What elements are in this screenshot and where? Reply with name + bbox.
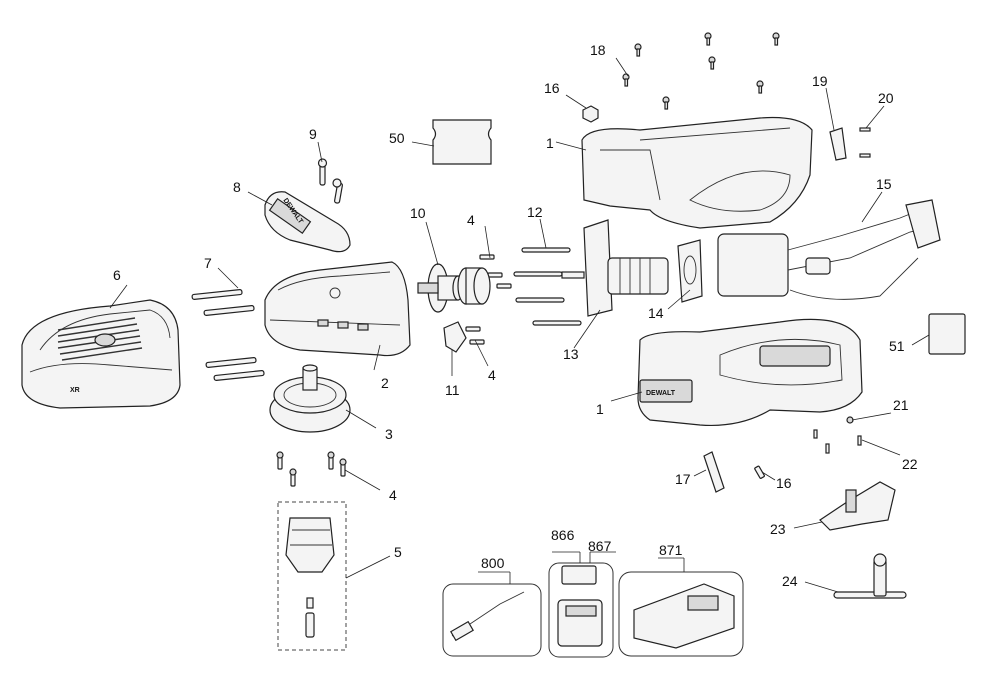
part-9-screws	[317, 158, 343, 204]
accessory-866-867-box	[548, 562, 614, 658]
part-15-switch-assembly	[717, 199, 941, 300]
part-2-gear-housing	[264, 261, 411, 357]
part-4-screws-lower	[276, 451, 347, 487]
callout-1-upper: 1	[546, 135, 554, 151]
part-24-chuck-key	[833, 553, 907, 599]
part-10-clutch	[417, 263, 464, 313]
part-13-motor	[561, 219, 669, 317]
part-3-gear-assembly	[269, 364, 351, 433]
accessory-871-box	[618, 571, 744, 657]
part-51-label	[928, 313, 966, 355]
callout-labels: 1 1 2 3 4 4 4 5 6 7 8 9 10 11 12 13 14 1…	[113, 42, 918, 589]
callout-21: 21	[893, 397, 909, 413]
callout-8: 8	[233, 179, 241, 195]
callout-4-bottom: 4	[389, 487, 397, 503]
part-11-plate	[443, 321, 467, 353]
callout-9: 9	[309, 126, 317, 142]
callout-17: 17	[675, 471, 691, 487]
part-50-label	[432, 119, 492, 165]
callout-18: 18	[590, 42, 606, 58]
xr-mark: XR	[70, 387, 80, 394]
callout-10: 10	[410, 205, 426, 221]
callout-11: 11	[445, 382, 460, 398]
callout-16-lower: 16	[776, 475, 792, 491]
callout-23: 23	[770, 521, 786, 537]
callout-866: 866	[551, 527, 575, 543]
callout-3: 3	[385, 426, 393, 442]
callout-20: 20	[878, 90, 894, 106]
leader-lines	[109, 57, 930, 593]
part-21-22-screws	[813, 416, 862, 454]
callout-800: 800	[481, 555, 505, 571]
callout-19: 19	[812, 73, 828, 89]
part-16-nut-top	[582, 105, 599, 123]
callout-871: 871	[659, 542, 683, 558]
callout-6: 6	[113, 267, 121, 283]
part-23-belt-clip	[819, 481, 896, 531]
part-7-screws	[191, 288, 265, 381]
part-6-cover: XR	[21, 299, 181, 409]
callout-14: 14	[648, 305, 664, 321]
part-8-badge-cover: DEWALT	[264, 191, 351, 253]
callout-7: 7	[204, 255, 212, 271]
callout-22: 22	[902, 456, 918, 472]
callout-4-top: 4	[467, 212, 475, 228]
part-1-housing-lower: DEWALT	[637, 318, 863, 427]
part-18-screws	[622, 32, 780, 110]
callout-4-middle: 4	[488, 367, 496, 383]
part-20-screws	[859, 127, 871, 158]
pinion-gear	[457, 267, 491, 305]
brand-logo: DEWALT	[646, 390, 676, 397]
callout-51: 51	[889, 338, 905, 354]
callout-50: 50	[389, 130, 405, 146]
part-14-bracket	[677, 239, 703, 303]
part-17-hook	[703, 451, 725, 493]
part-4-screws-middle	[465, 254, 512, 345]
part-5-chuck	[277, 501, 347, 651]
part-19-clip	[829, 127, 847, 161]
part-12-screws	[513, 247, 582, 326]
callout-16-top: 16	[544, 80, 560, 96]
callout-15: 15	[876, 176, 892, 192]
part-16-screw-lower	[754, 465, 765, 479]
callout-13: 13	[563, 346, 579, 362]
part-1-housing-upper	[581, 116, 813, 229]
callout-24: 24	[782, 573, 798, 589]
callout-12: 12	[527, 204, 543, 220]
callout-5: 5	[394, 544, 402, 560]
callout-2: 2	[381, 375, 389, 391]
accessory-800-box	[442, 583, 542, 657]
callout-867: 867	[588, 538, 612, 554]
callout-1-lower: 1	[596, 401, 604, 417]
